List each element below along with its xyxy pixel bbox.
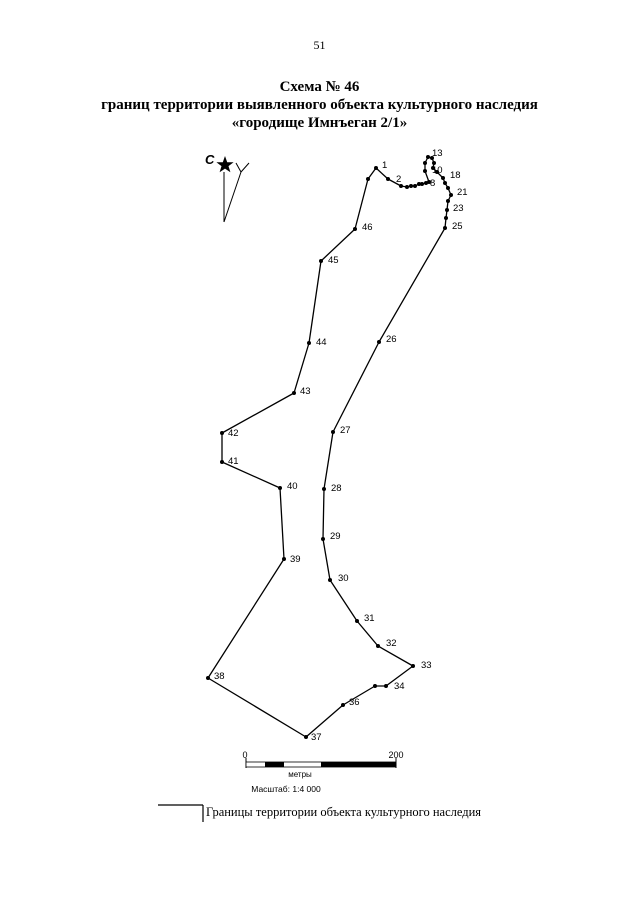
star-icon: [216, 156, 234, 173]
boundary-point-34: [384, 684, 388, 688]
boundary-point-39: [282, 557, 286, 561]
boundary-point-33: [411, 664, 415, 668]
point-label-36: 36: [349, 697, 360, 708]
boundary-point-17: [435, 170, 439, 174]
point-label-34: 34: [394, 681, 405, 692]
boundary-point-22: [446, 199, 450, 203]
boundary-point-27: [331, 430, 335, 434]
boundary-point-42: [220, 431, 224, 435]
object-name: «городище Имнъеган 2/1»: [231, 115, 408, 131]
point-label-43: 43: [300, 386, 311, 397]
point-label-13: 13: [432, 148, 443, 159]
scale-start-label: 0: [242, 750, 247, 760]
boundary-point-26: [377, 340, 381, 344]
boundary-point-35: [373, 684, 377, 688]
boundary-point-1: [374, 166, 378, 170]
boundary-point-25: [443, 226, 447, 230]
boundary-point-20: [446, 186, 450, 190]
boundary-point-19: [443, 181, 447, 185]
point-label-23: 23: [453, 203, 464, 214]
boundary-point-7: [417, 182, 421, 186]
boundary-point-4: [405, 185, 409, 189]
boundary-point-46: [353, 227, 357, 231]
boundary-point-2: [386, 177, 390, 181]
boundary-point-40: [278, 486, 282, 490]
map-subtitle: границ территории выявленного объекта ку…: [101, 97, 538, 113]
boundary-point-31: [355, 619, 359, 623]
point-label-39: 39: [290, 554, 301, 565]
point-label-37: 37: [311, 732, 322, 743]
legend-label: Границы территории объекта культурного н…: [206, 805, 482, 819]
boundary-point-30: [328, 578, 332, 582]
page-number: 51: [313, 38, 326, 52]
boundary-point-44: [307, 341, 311, 345]
boundary-point-10: [427, 180, 431, 184]
point-label-18: 18: [450, 170, 461, 181]
boundary-point-43: [292, 391, 296, 395]
point-label-44: 44: [316, 337, 327, 348]
boundary-point-47: [366, 177, 370, 181]
boundary-point-24: [444, 216, 448, 220]
boundary-point-15: [432, 161, 436, 165]
boundary-point-11: [423, 169, 427, 173]
point-label-32: 32: [386, 638, 397, 649]
boundary-point-29: [321, 537, 325, 541]
point-label-27: 27: [340, 425, 351, 436]
scale-units: метры: [288, 770, 312, 779]
scale-end-label: 200: [388, 750, 403, 760]
boundary-point-23: [445, 208, 449, 212]
map-title: Схема № 46: [279, 79, 360, 95]
scale-bar: 0 200 метры Масштаб: 1:4 000: [242, 750, 403, 794]
boundary-point-28: [322, 487, 326, 491]
point-label-30: 30: [338, 573, 349, 584]
boundary-point-32: [376, 644, 380, 648]
point-label-40: 40: [287, 481, 298, 492]
boundary-point-14: [430, 156, 434, 160]
point-label-10: 10: [432, 165, 443, 176]
point-label-42: 42: [228, 428, 239, 439]
boundary-point-18: [441, 176, 445, 180]
point-label-31: 31: [364, 613, 375, 624]
boundary-point-37: [304, 735, 308, 739]
scale-ratio: Масштаб: 1:4 000: [251, 784, 321, 794]
legend-symbol: [158, 804, 204, 822]
boundary-point-3: [399, 184, 403, 188]
point-label-1: 1: [382, 160, 387, 171]
boundary-point-38: [206, 676, 210, 680]
boundary-point-41: [220, 460, 224, 464]
point-label-45: 45: [328, 255, 339, 266]
point-label-29: 29: [330, 531, 341, 542]
north-arrow: С: [205, 152, 250, 223]
boundary-point-6: [413, 184, 417, 188]
boundary-point-16: [431, 166, 435, 170]
point-label-26: 26: [386, 334, 397, 345]
boundary-point-8: [420, 182, 424, 186]
north-label: С: [205, 152, 215, 167]
point-label-2: 2: [396, 174, 401, 185]
point-label-33: 33: [421, 660, 432, 671]
boundary-line: [207, 156, 452, 738]
boundary-point-36: [341, 703, 345, 707]
point-label-28: 28: [331, 483, 342, 494]
boundary-point-21: [449, 193, 453, 197]
boundary-point-12: [423, 161, 427, 165]
point-label-41: 41: [228, 456, 239, 467]
point-label-46: 46: [362, 222, 373, 233]
point-label-38: 38: [214, 671, 225, 682]
boundary-point-5: [409, 184, 413, 188]
boundary-point-45: [319, 259, 323, 263]
point-label-21: 21: [457, 187, 468, 198]
point-label-8: 8: [430, 178, 435, 189]
point-label-25: 25: [452, 221, 463, 232]
boundary-point-13: [426, 155, 430, 159]
